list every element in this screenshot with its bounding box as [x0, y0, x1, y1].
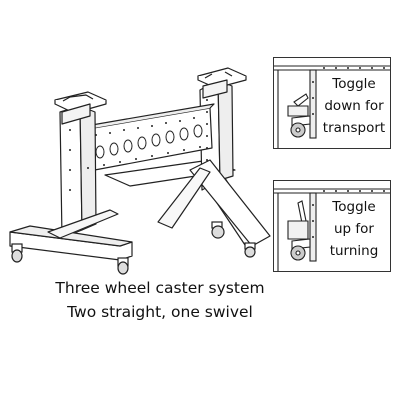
caption-line-1: Three wheel caster system: [55, 279, 265, 297]
caster-rear: [211, 221, 256, 258]
inset-turning-line-1: Toggle: [332, 199, 376, 215]
inset-turning-label: Toggle up for turning: [316, 196, 390, 262]
inset-transport-line-3: transport: [322, 120, 386, 136]
left-base-beam: [47, 209, 119, 239]
inset-transport-line-2: down for: [324, 98, 384, 114]
inset-transport: Toggle down for transport: [273, 57, 391, 149]
inset-transport-line-1: Toggle: [332, 76, 376, 92]
caster-front-right: [117, 257, 129, 275]
inset-turning-line-2: up for: [334, 221, 374, 237]
inset-turning: Toggle up for turning: [273, 180, 391, 272]
stand-illustration: [9, 67, 271, 275]
inset-transport-label: Toggle down for transport: [316, 73, 390, 139]
caster-toggle-up-illustration: [274, 188, 390, 271]
caption-line-2: Two straight, one swivel: [67, 303, 253, 321]
caster-toggle-down-illustration: [274, 65, 390, 148]
inset-turning-line-3: turning: [329, 243, 379, 259]
caster-wheels: [11, 221, 256, 275]
front-right-leg: [189, 159, 271, 247]
left-post: [59, 105, 83, 239]
caster-front-left: [11, 243, 23, 263]
